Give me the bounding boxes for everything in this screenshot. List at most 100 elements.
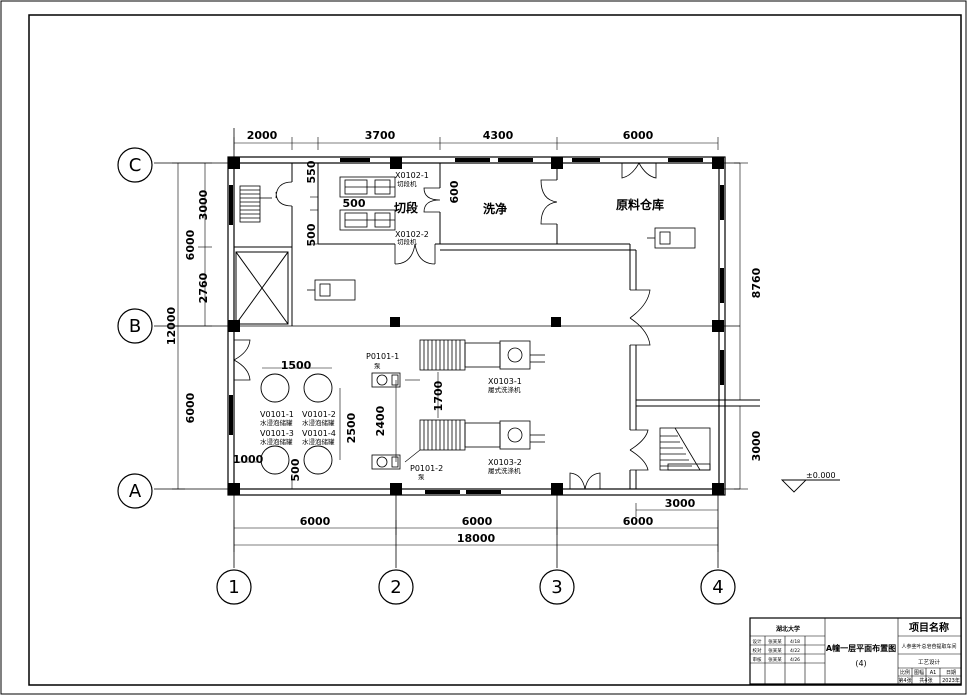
eq-name-p0101-1: 泵 bbox=[374, 362, 381, 370]
dim-top-3: 4300 bbox=[483, 129, 514, 142]
dim-2500: 2500 bbox=[345, 412, 358, 443]
level-label: ±0.000 bbox=[806, 471, 836, 480]
tb-name-1: 张某某 bbox=[768, 638, 782, 645]
eq-tag-v0101-2: V0101-2 bbox=[302, 410, 336, 419]
eq-tag-x0103-1: X0103-1 bbox=[488, 377, 522, 386]
eq-name-x0103-2: 履式洗涤机 bbox=[488, 466, 521, 475]
axis-label-2: 2 bbox=[390, 577, 401, 598]
dim-bottom-3: 6000 bbox=[623, 515, 654, 528]
dim-left-upper: 6000 bbox=[184, 229, 197, 260]
tb-sheet: 图幅 bbox=[914, 669, 924, 676]
dim-left-inner-1: 3000 bbox=[197, 189, 210, 220]
dim-left-lower: 6000 bbox=[184, 392, 197, 423]
eq-tag-x0103-2: X0103-2 bbox=[488, 458, 522, 467]
dim-500-c: 500 bbox=[289, 458, 302, 481]
room-label-cutting: 切段 bbox=[394, 200, 419, 215]
doors bbox=[233, 162, 657, 490]
dim-top-4: 6000 bbox=[623, 129, 654, 142]
axis-label-c: C bbox=[129, 155, 142, 176]
eq-name-v0101-3: 水浸泡储罐 bbox=[260, 437, 293, 446]
dim-left-inner-2: 2760 bbox=[197, 272, 210, 303]
tb-drawing-no: (4) bbox=[855, 659, 866, 668]
tb-role-2: 校对 bbox=[753, 647, 762, 654]
pump-p0101-2 bbox=[371, 454, 401, 470]
tb-name-2: 张某某 bbox=[768, 647, 782, 654]
windows bbox=[229, 158, 724, 494]
eq-name-v0101-1: 水浸泡储罐 bbox=[260, 418, 293, 427]
eq-name-x0103-1: 履式洗涤机 bbox=[488, 385, 521, 394]
axis-label-4: 4 bbox=[712, 577, 723, 598]
dim-1000: 1000 bbox=[233, 453, 264, 466]
dim-bottom-2: 6000 bbox=[462, 515, 493, 528]
axis-bubble-a: A bbox=[117, 473, 153, 509]
axis-label-3: 3 bbox=[551, 577, 562, 598]
pipe-connections bbox=[404, 372, 439, 463]
dimension-lines bbox=[172, 137, 748, 552]
dim-600: 600 bbox=[448, 180, 461, 203]
tb-date-1: 4/18 bbox=[790, 639, 800, 645]
dim-2400: 2400 bbox=[374, 405, 387, 436]
level-marker bbox=[780, 479, 840, 493]
dimension-texts: 2000 3700 4300 6000 6000 12000 6000 3000… bbox=[165, 129, 763, 545]
tb-school: 湖北大学 bbox=[776, 625, 800, 633]
dim-1500: 1500 bbox=[281, 359, 312, 372]
tb-total: 共4张 bbox=[919, 677, 932, 684]
axis-bubble-2: 2 bbox=[378, 569, 414, 605]
tb-date-2: 4/22 bbox=[790, 648, 800, 654]
axis-label-1: 1 bbox=[228, 577, 239, 598]
tb-date-head: 日期 bbox=[946, 670, 956, 676]
dim-stair-width: 3000 bbox=[665, 497, 696, 510]
dim-550: 550 bbox=[305, 160, 318, 183]
structural-columns bbox=[228, 157, 724, 495]
eq-name-x0102-2: 切段机 bbox=[397, 237, 417, 246]
room-label-washing: 洗净 bbox=[483, 201, 507, 216]
eq-tag-p0101-1: P0101-1 bbox=[366, 352, 399, 361]
tb-date-3: 4/26 bbox=[790, 657, 800, 663]
eq-tag-p0101-2: P0101-2 bbox=[410, 464, 443, 473]
tb-role-3: 审核 bbox=[753, 656, 762, 663]
axis-bubble-4: 4 bbox=[700, 569, 736, 605]
interior-walls bbox=[234, 163, 760, 490]
eq-tag-v0101-1: V0101-1 bbox=[260, 410, 294, 419]
tb-scale: 比例 bbox=[900, 669, 910, 676]
cutter-x0102-2 bbox=[339, 209, 396, 231]
title-block: 湖北大学 设计 校对 审核 张某某 张某某 张某某 4/18 4/22 4/26… bbox=[749, 617, 962, 685]
sheet-inner-frame bbox=[28, 14, 962, 686]
cutter-x0102-1 bbox=[339, 176, 396, 198]
eq-tag-v0101-3: V0101-3 bbox=[260, 429, 294, 438]
tb-design-stage: 工艺设计 bbox=[918, 658, 941, 666]
dim-500-a: 500 bbox=[343, 197, 366, 210]
tb-page: 第4张 bbox=[898, 677, 911, 684]
axis-bubble-1: 1 bbox=[216, 569, 252, 605]
stair-top-left bbox=[239, 185, 272, 223]
washer-x0103-2 bbox=[419, 419, 545, 451]
room-label-raw-storage: 原料仓库 bbox=[616, 197, 664, 212]
stair-bottom-right bbox=[659, 427, 711, 471]
tb-project-name: 人参茎叶总皂苷提取车间 bbox=[901, 643, 956, 650]
axis-label-a: A bbox=[129, 481, 142, 502]
eq-tag-x0102-2: X0102-2 bbox=[395, 230, 429, 239]
dim-right-2: 3000 bbox=[750, 430, 763, 461]
axis-bubble-c: C bbox=[117, 147, 153, 183]
dim-bottom-1: 6000 bbox=[300, 515, 331, 528]
soak-tanks bbox=[260, 373, 333, 475]
tb-role-1: 设计 bbox=[753, 638, 762, 645]
dim-bottom-total: 18000 bbox=[457, 532, 496, 545]
tb-date-val: 2023年 bbox=[942, 677, 960, 684]
pump-p0101-1 bbox=[371, 372, 401, 388]
washer-x0103-1 bbox=[419, 339, 545, 371]
dim-left-total: 12000 bbox=[165, 307, 178, 346]
eq-name-x0102-1: 切段机 bbox=[397, 179, 417, 188]
dim-top-1: 2000 bbox=[247, 129, 278, 142]
eq-name-v0101-4: 水浸泡储罐 bbox=[302, 437, 335, 446]
eq-name-p0101-2: 泵 bbox=[418, 473, 425, 481]
tb-drawing-title: A幢一层平面布置图 bbox=[826, 643, 896, 653]
eq-tag-x0102-1: X0102-1 bbox=[395, 171, 429, 180]
eq-tag-v0101-4: V0101-4 bbox=[302, 429, 336, 438]
machine-near-core bbox=[307, 279, 356, 301]
dim-top-2: 3700 bbox=[365, 129, 396, 142]
tb-name-3: 张某某 bbox=[768, 656, 782, 663]
equipment-labels: X0102-1 切段机 X0102-2 切段机 P0101-1 泵 P0101-… bbox=[260, 171, 522, 481]
tb-sheet-val: A1 bbox=[930, 670, 937, 676]
